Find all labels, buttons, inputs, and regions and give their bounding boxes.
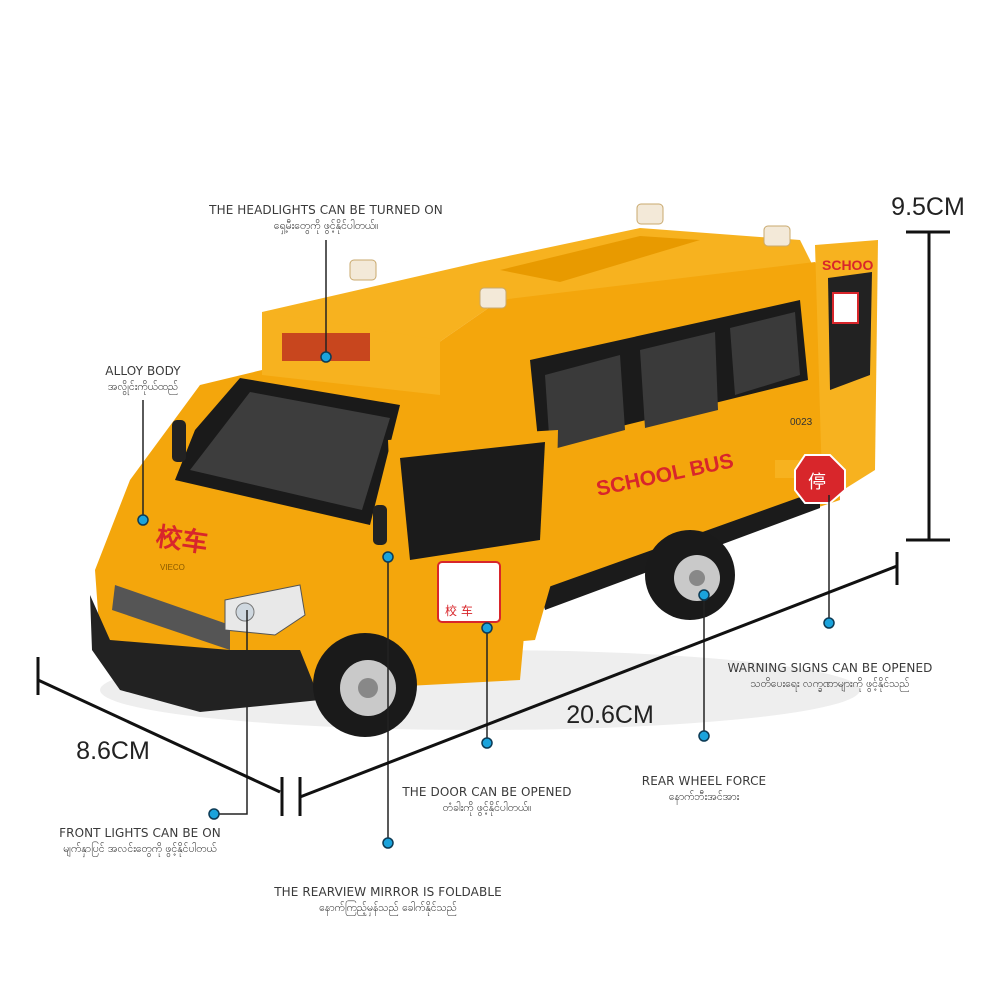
callout-subtitle: သတိပေးရေး လက္ခဏာများကို ဖွင့်နိုင်သည် xyxy=(750,678,910,690)
callout-warning-signs: WARNING SIGNS CAN BE OPENED သတိပေးရေး လက… xyxy=(728,661,933,693)
height-dimension-label: 9.5CM xyxy=(891,193,965,221)
brand-badge: VIECO xyxy=(160,563,185,572)
bus-number: 0023 xyxy=(790,417,813,428)
front-bumper xyxy=(90,595,320,712)
callout-rear-wheel: REAR WHEEL FORCE နောက်ဘီးအင်အား xyxy=(642,774,766,806)
callout-title: FRONT LIGHTS CAN BE ON xyxy=(59,826,221,840)
callout-title: THE DOOR CAN BE OPENED xyxy=(402,785,572,799)
callout-subtitle: တံခါးကို ဖွင့်နိုင်ပါတယ်။ xyxy=(442,802,532,814)
callout-title: REAR WHEEL FORCE xyxy=(641,774,767,788)
stop-sign-lettering: 停 xyxy=(808,472,826,493)
callout-lines xyxy=(142,240,830,843)
callout-headlights: THE HEADLIGHTS CAN BE TURNED ON ရှေ့မီးတ… xyxy=(209,203,443,235)
callout-rearview-mirror: THE REARVIEW MIRROR IS FOLDABLE နောက်ကြည… xyxy=(274,885,502,917)
callout-door: THE DOOR CAN BE OPENED တံခါးကို ဖွင့်နို… xyxy=(402,785,571,817)
dimension-lines xyxy=(36,230,950,816)
length-dimension-label: 20.6CM xyxy=(566,701,654,729)
callout-title: THE REARVIEW MIRROR IS FOLDABLE xyxy=(274,885,502,899)
callout-title: WARNING SIGNS CAN BE OPENED xyxy=(727,661,933,675)
callout-subtitle: အလွိုင်းကိုယ်ထည် xyxy=(107,381,179,393)
front-lights-dot xyxy=(208,808,220,820)
callout-title: ALLOY BODY xyxy=(105,364,181,378)
hood-lettering: 校车 xyxy=(154,521,210,559)
callout-subtitle: မျက်နှာပြင် အလင်းတွေကို ဖွင့်နိုင်ပါတယ် xyxy=(63,843,217,855)
front-headlight xyxy=(224,584,306,636)
door-sign-lettering: 校 车 xyxy=(445,603,473,618)
stop-sign: 停 xyxy=(775,454,846,504)
door-dot xyxy=(481,737,493,749)
rear-wheel-dot-top xyxy=(698,589,710,601)
mirror-dot xyxy=(382,837,394,849)
rear-wheel-dot xyxy=(698,730,710,742)
callout-subtitle: နောက်ကြည့်မှန်သည် ခေါက်နိုင်သည် xyxy=(319,902,457,914)
front-wheel xyxy=(313,633,417,737)
width-dimension-label: 8.6CM xyxy=(76,737,150,765)
callout-title: THE HEADLIGHTS CAN BE TURNED ON xyxy=(209,203,443,217)
alloy-body-dot xyxy=(137,514,149,526)
door-dot-top xyxy=(481,622,493,634)
rear-lettering: SCHOO xyxy=(822,257,873,273)
headlights-dot xyxy=(320,351,332,363)
callout-subtitle: ရှေ့မီးတွေကို ဖွင့်နိုင်ပါတယ်။ xyxy=(273,220,379,232)
mirror-dot-top xyxy=(382,551,394,563)
warning-signs-dot xyxy=(823,617,835,629)
rearview-mirror xyxy=(373,505,387,545)
callout-front-lights: FRONT LIGHTS CAN BE ON မျက်နှာပြင် အလင်း… xyxy=(59,826,221,858)
rear-wheel xyxy=(645,530,735,620)
callout-alloy-body: ALLOY BODY အလွိုင်းကိုယ်ထည် xyxy=(105,364,180,396)
callout-subtitle: နောက်ဘီးအင်အား xyxy=(668,791,740,803)
